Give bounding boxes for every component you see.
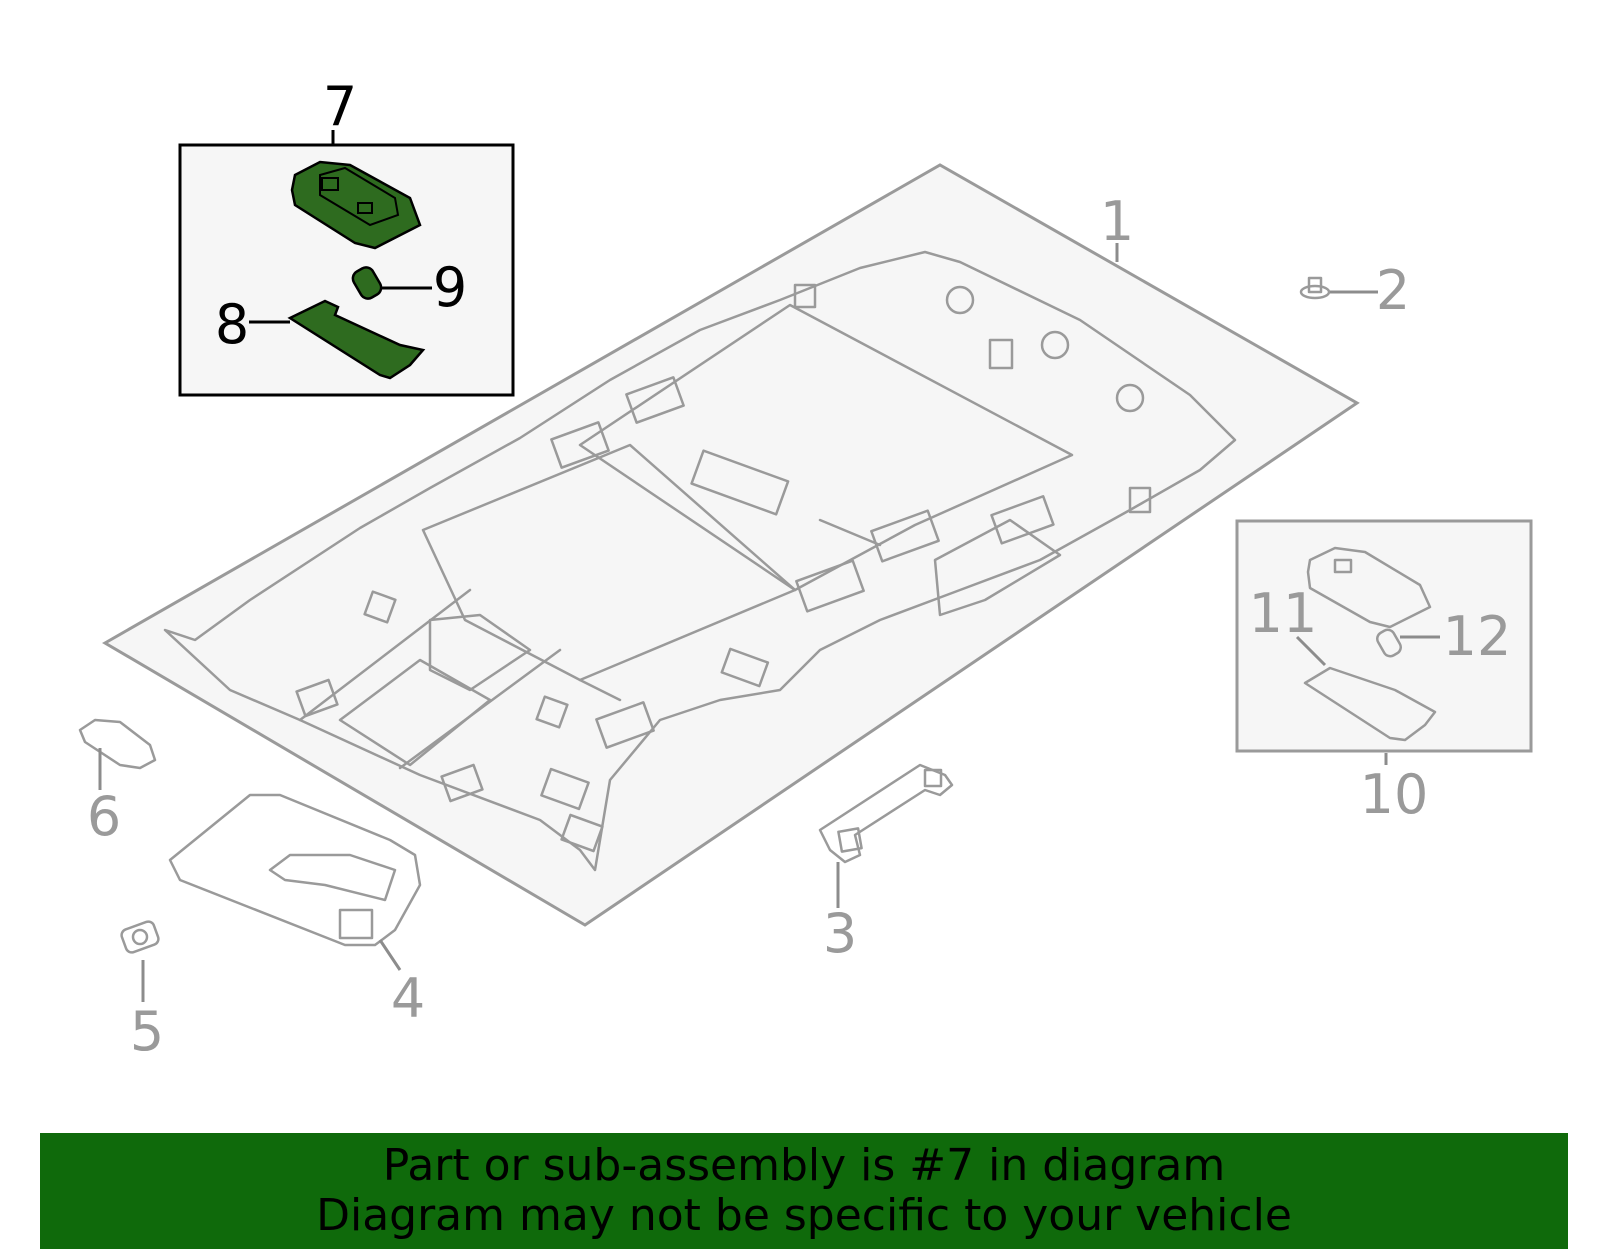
leader-lines: [98, 130, 1440, 1002]
sun-visor-part-4[interactable]: [168, 793, 422, 947]
bulb-part-9: [351, 266, 383, 300]
callout-2: 2: [1376, 259, 1410, 322]
callout-labels: 1 2 3 4 5 6 7 8 9 10 11 12: [87, 75, 1512, 1063]
callout-10: 10: [1360, 763, 1429, 826]
lens-part-6[interactable]: [78, 718, 157, 770]
highlighted-assembly-box-7[interactable]: [178, 143, 515, 397]
banner-line-2: Diagram may not be specific to your vehi…: [316, 1190, 1292, 1241]
clip-part-2[interactable]: [1299, 276, 1331, 300]
callout-11: 11: [1249, 582, 1318, 645]
console-lamp-part-7: [290, 160, 422, 250]
callout-9: 9: [433, 256, 467, 319]
banner-line-1: Part or sub-assembly is #7 in diagram: [382, 1140, 1226, 1191]
callout-3: 3: [823, 902, 857, 965]
console-lamp-part-10: [1306, 546, 1432, 629]
callout-1: 1: [1100, 190, 1134, 253]
callout-5: 5: [130, 1000, 164, 1063]
bulb-part-12: [1376, 628, 1402, 658]
callout-6: 6: [87, 785, 121, 848]
callout-7: 7: [323, 75, 357, 138]
callout-4: 4: [391, 967, 425, 1030]
lens-part-11: [1303, 666, 1437, 742]
grab-handle-part-3[interactable]: [818, 763, 954, 864]
headliner-part-1[interactable]: [102, 163, 1360, 927]
info-banner: Part or sub-assembly is #7 in diagram Di…: [40, 1133, 1568, 1249]
visor-clip-part-5[interactable]: [120, 920, 160, 954]
assembly-box-10[interactable]: [1235, 519, 1533, 753]
callout-8: 8: [215, 293, 249, 356]
callout-12: 12: [1443, 605, 1512, 668]
lens-part-8: [287, 299, 426, 380]
